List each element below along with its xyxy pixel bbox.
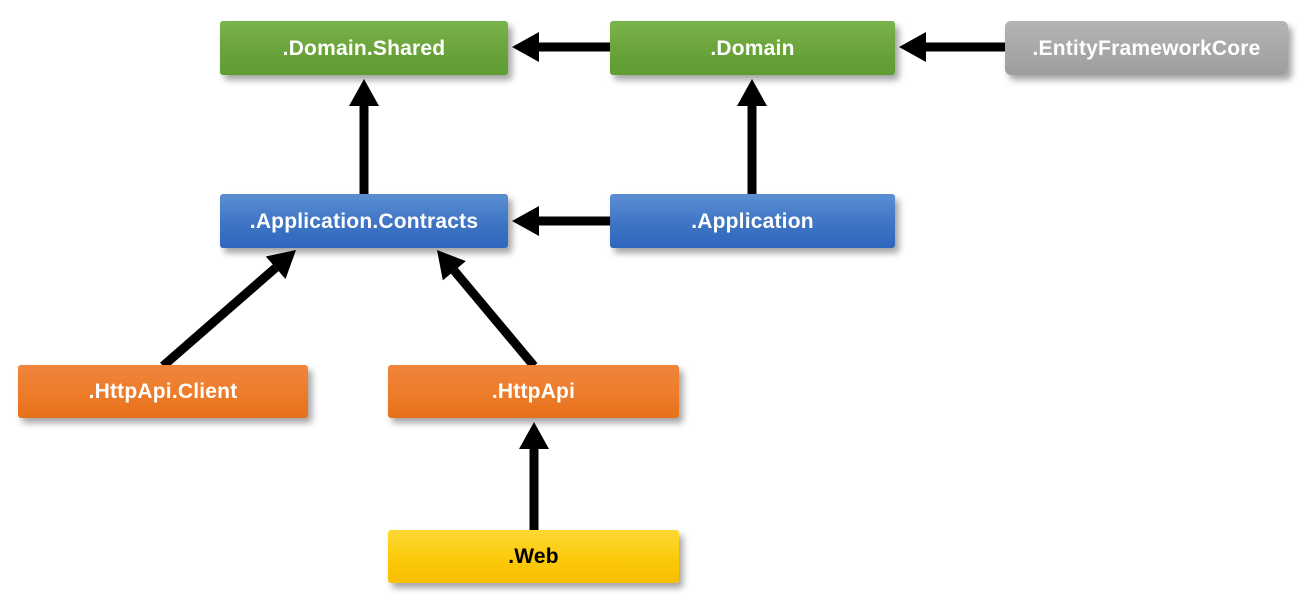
node-label: .Web	[508, 545, 559, 568]
node-label: .Domain	[710, 36, 795, 60]
edge-application-contracts-to-domain-shared	[349, 79, 379, 194]
node-web[interactable]: .Web	[388, 530, 679, 583]
node-application[interactable]: .Application	[610, 194, 895, 248]
edge-application-to-application-contracts	[512, 206, 610, 236]
node-domain-shared[interactable]: .Domain.Shared	[220, 21, 508, 75]
edge-web-to-httpapi	[519, 422, 549, 530]
edge-domain-to-domain-shared	[512, 32, 610, 62]
edge-application-to-domain	[737, 79, 767, 194]
node-label: .Application	[691, 209, 814, 233]
node-label: .EntityFrameworkCore	[1032, 36, 1261, 60]
node-httpapi[interactable]: .HttpApi	[388, 365, 679, 418]
node-entityframeworkcore[interactable]: .EntityFrameworkCore	[1005, 21, 1288, 75]
edge-httpapi-to-application-contracts	[437, 250, 538, 369]
node-httpapi-client[interactable]: .HttpApi.Client	[18, 365, 308, 418]
node-label: .HttpApi.Client	[88, 380, 238, 403]
node-label: .HttpApi	[491, 380, 576, 403]
node-label: .Domain.Shared	[282, 36, 446, 60]
node-label: .Application.Contracts	[249, 209, 479, 233]
node-application-contracts[interactable]: .Application.Contracts	[220, 194, 508, 248]
edge-httpapi-client-to-application-contracts	[160, 250, 296, 370]
node-domain[interactable]: .Domain	[610, 21, 895, 75]
edge-efcore-to-domain	[899, 32, 1005, 62]
